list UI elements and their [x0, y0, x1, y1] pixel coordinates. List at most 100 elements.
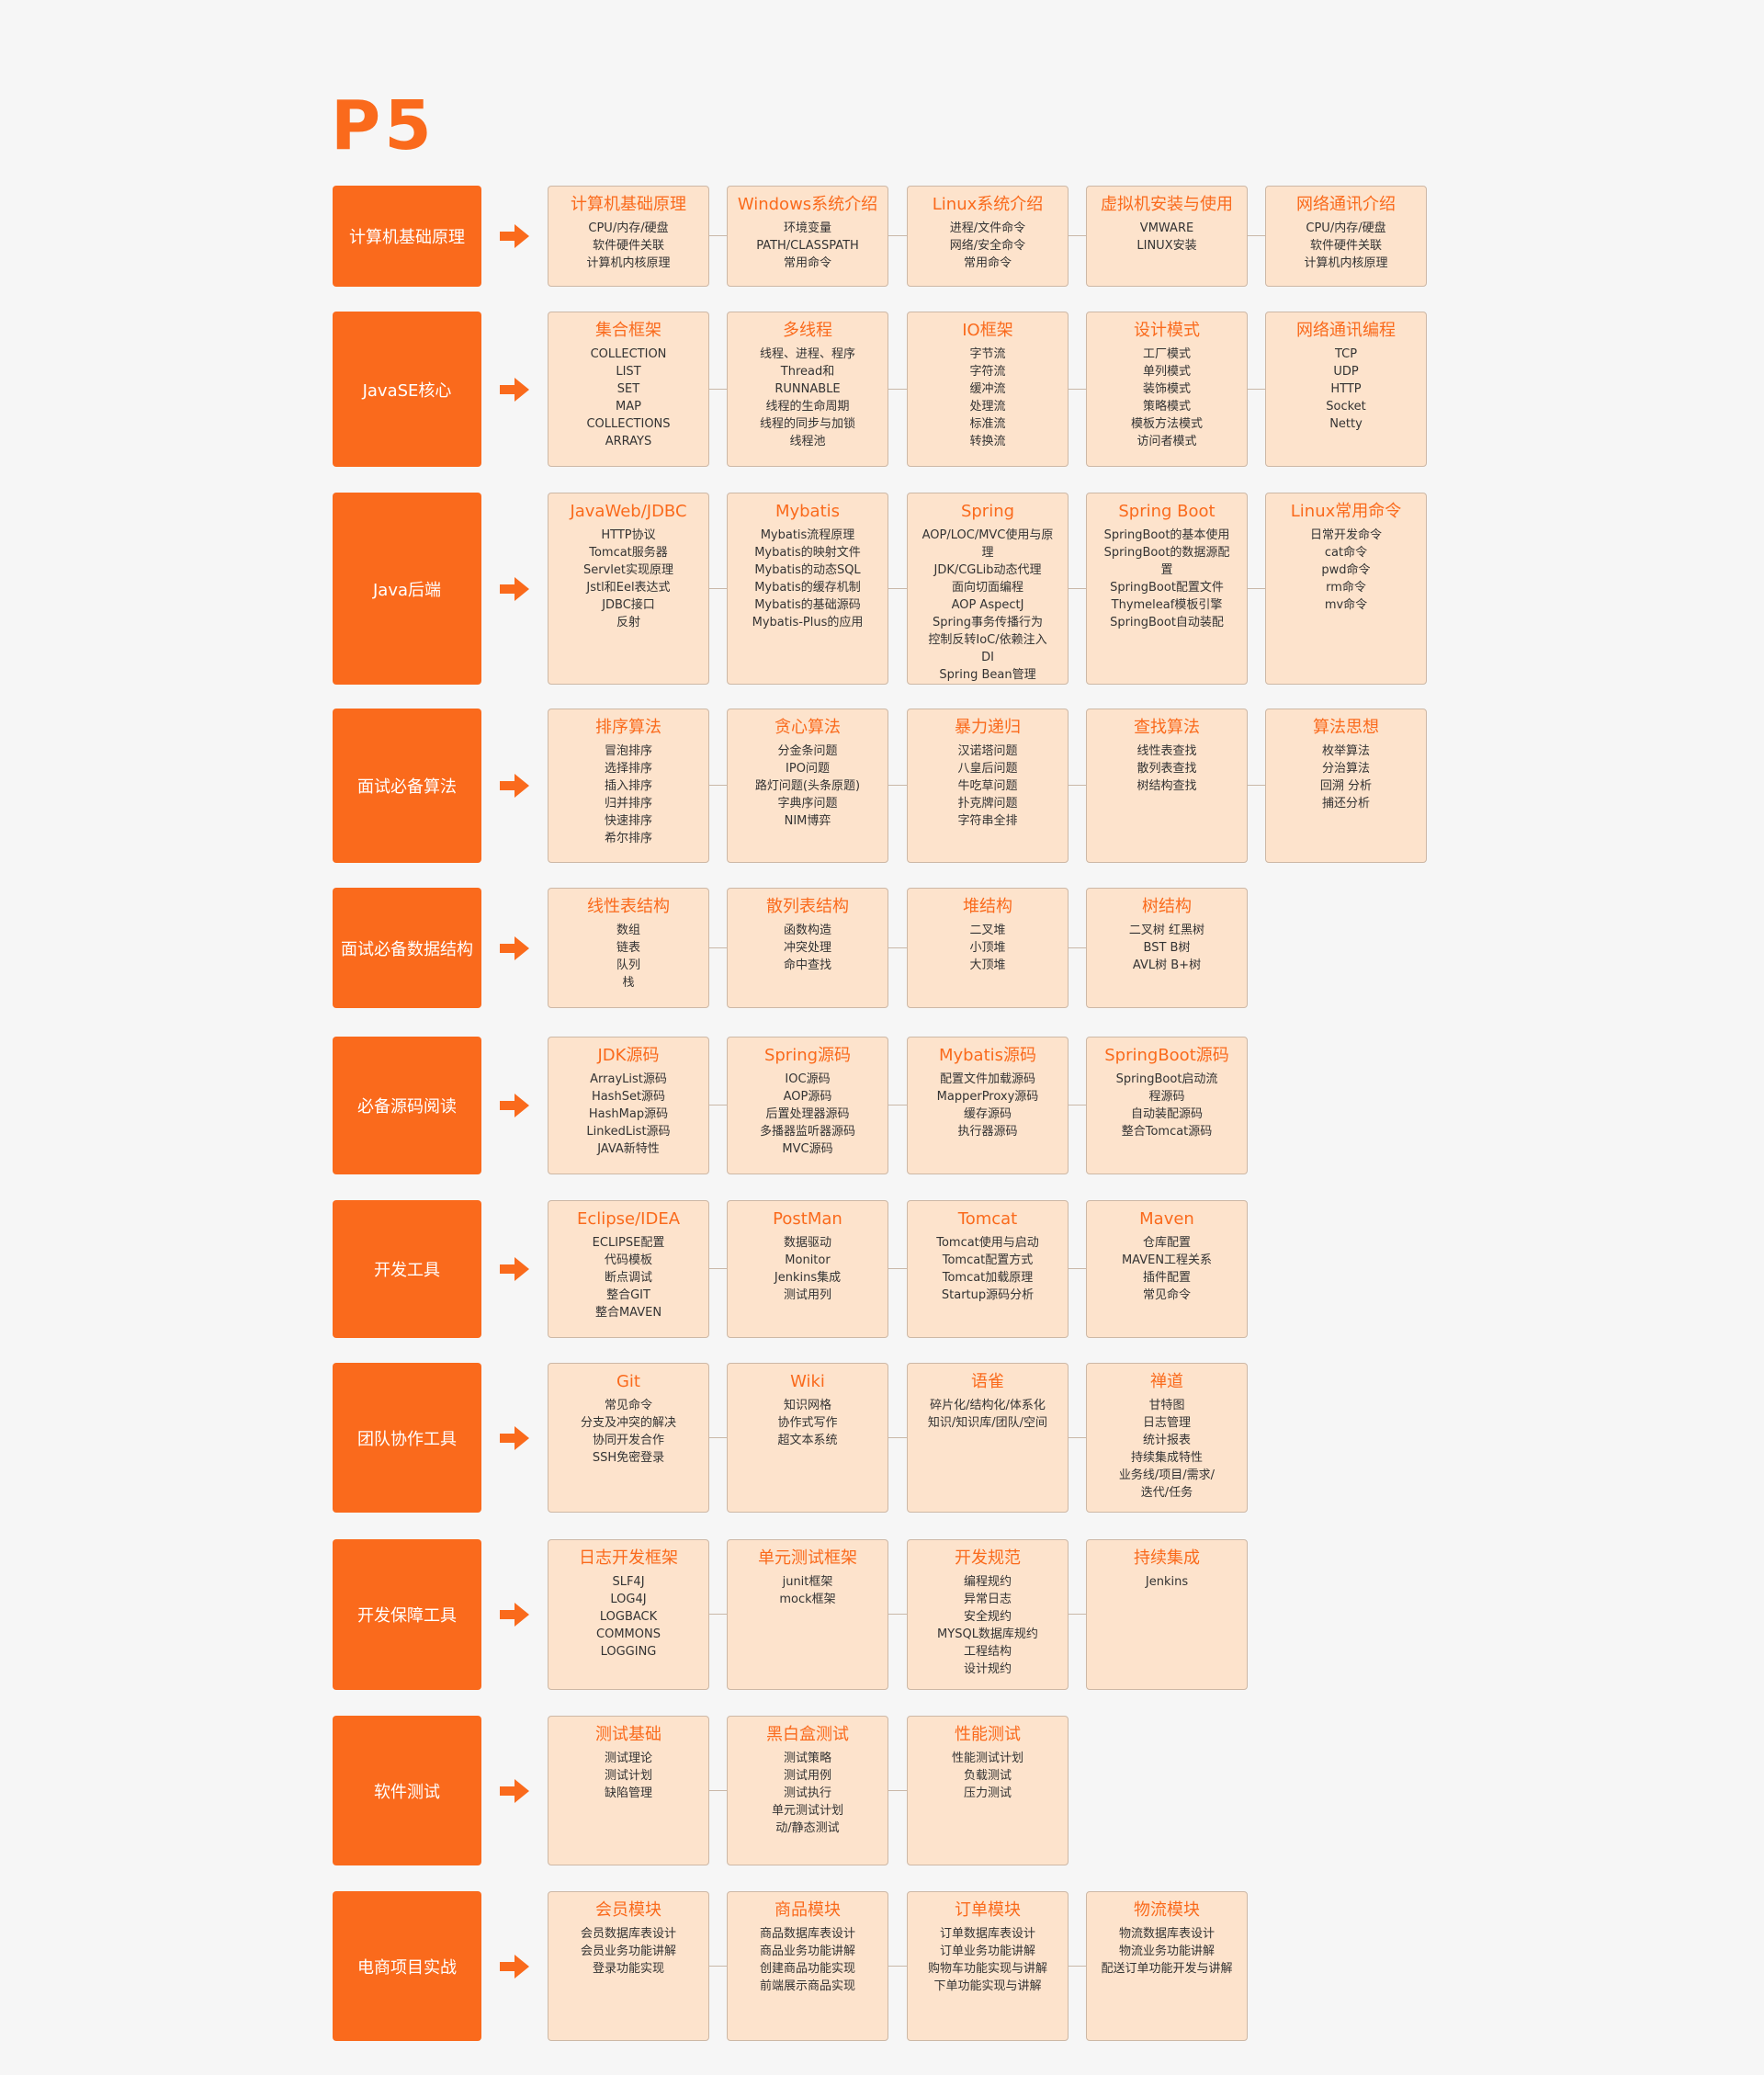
category-label: 开发工具	[333, 1200, 481, 1338]
roadmap-row: 面试必备算法排序算法冒泡排序 选择排序 插入排序 归并排序 快速排序 希尔排序贪…	[0, 709, 1764, 863]
connector-line	[548, 947, 1248, 948]
topic-card-title: Wiki	[790, 1372, 825, 1391]
topic-card-title: PostMan	[773, 1209, 842, 1229]
topic-card: IO框架字节流 字符流 缓冲流 处理流 标准流 转换流	[907, 312, 1069, 467]
arrow-right-icon	[500, 935, 529, 960]
topic-card-items: HTTP协议 Tomcat服务器 Servlet实现原理 Jstl和Eel表达式…	[583, 528, 673, 629]
topic-card-title: Eclipse/IDEA	[576, 1209, 681, 1229]
topic-card: Linux常用命令日常开发命令 cat命令 pwd命令 rm命令 mv命令	[1265, 493, 1427, 685]
topic-card-items: 线程、进程、程序 Thread和 RUNNABLE 线程的生命周期 线程的同步与…	[759, 347, 855, 448]
topic-card: Windows系统介绍环境变量 PATH/CLASSPATH 常用命令	[727, 186, 888, 287]
topic-card: PostMan 数据驱动 Monitor Jenkins集成 测试用列	[727, 1200, 888, 1338]
topic-card-items: 知识网格 协作式写作 超文本系统	[777, 1399, 838, 1447]
arrow-right-icon	[500, 576, 529, 601]
arrow-right-icon	[500, 1954, 529, 1979]
topic-card-title: 语雀	[971, 1372, 1004, 1391]
arrow-right-icon	[500, 377, 529, 402]
topic-card-title: 堆结构	[963, 897, 1012, 916]
topic-card-title: 贪心算法	[775, 718, 841, 737]
topic-card-title: 集合框架	[595, 321, 662, 340]
topic-card-title: 会员模块	[595, 1900, 662, 1920]
topic-card-items: 二叉树 红黑树 BST B树 AVL树 B+树	[1128, 924, 1205, 972]
topic-card-items: ArrayList源码 HashSet源码 HashMap源码 LinkedLi…	[586, 1072, 671, 1156]
topic-card-items: 性能测试计划 负载测试 压力测试	[951, 1752, 1023, 1800]
topic-card-items: IOC源码 AOP源码 后置处理器源码 多播器监听器源码 MVC源码	[759, 1072, 855, 1156]
topic-card: Wiki 知识网格 协作式写作 超文本系统	[727, 1363, 888, 1513]
topic-card: Spring源码 IOC源码 AOP源码 后置处理器源码 多播器监听器源码 MVC…	[727, 1037, 888, 1174]
topic-card-items: Tomcat使用与启动 Tomcat配置方式 Tomcat加载原理 Startu…	[936, 1236, 1039, 1302]
topic-card: 设计模式工厂模式 单列模式 装饰模式 策略模式 模板方法模式 访问者模式	[1086, 312, 1248, 467]
topic-card: 线性表结构数组 链表 队列 栈	[548, 888, 709, 1008]
topic-card-items: ECLIPSE配置 代码模板 断点调试 整合GIT 整合MAVEN	[592, 1236, 665, 1320]
arrow-right-icon	[500, 1425, 529, 1450]
roadmap-row: 软件测试测试基础测试理论 测试计划 缺陷管理黑白盒测试测试策略 测试用例 测试执…	[0, 1716, 1764, 1865]
topic-card-title: JavaWeb/JDBC	[570, 502, 687, 521]
topic-card-items: 数据驱动 Monitor Jenkins集成 测试用列	[774, 1236, 842, 1302]
topic-card-title: 散列表结构	[766, 897, 849, 916]
connector-line	[548, 1965, 1248, 1967]
topic-card: 订单模块订单数据库表设计 订单业务功能讲解 购物车功能实现与讲解 下单功能实现与…	[907, 1891, 1069, 2041]
topic-card-items: 编程规约 异常日志 安全规约 MYSQL数据库规约 工程结构 设计规约	[937, 1575, 1038, 1676]
topic-card-items: CPU/内存/硬盘 软件硬件关联 计算机内核原理	[1304, 221, 1388, 270]
topic-card: 贪心算法分金条问题 IPO问题 路灯问题(头条原题) 字典序问题 NIM博弈	[727, 709, 888, 863]
topic-card-title: 持续集成	[1134, 1548, 1200, 1568]
topic-card-items: 冒泡排序 选择排序 插入排序 归并排序 快速排序 希尔排序	[604, 744, 652, 845]
topic-card-title: 开发规范	[955, 1548, 1021, 1568]
topic-card-items: 环境变量 PATH/CLASSPATH 常用命令	[756, 221, 859, 270]
topic-card-title: Windows系统介绍	[737, 195, 878, 214]
topic-card-title: 黑白盒测试	[766, 1725, 849, 1744]
topic-card-title: IO框架	[962, 321, 1013, 340]
topic-card-title: 订单模块	[955, 1900, 1021, 1920]
topic-card-title: Mybatis	[775, 502, 841, 521]
roadmap-row: 面试必备数据结构线性表结构数组 链表 队列 栈散列表结构函数构造 冲突处理 命中…	[0, 888, 1764, 1008]
topic-card-title: 禅道	[1150, 1372, 1183, 1391]
topic-card-items: Jenkins	[1145, 1575, 1189, 1589]
topic-card: 树结构二叉树 红黑树 BST B树 AVL树 B+树	[1086, 888, 1248, 1008]
category-label: JavaSE核心	[333, 312, 481, 467]
topic-card-title: Tomcat	[957, 1209, 1018, 1229]
arrow-right-icon	[500, 1094, 529, 1117]
topic-card: 堆结构二叉堆 小顶堆 大顶堆	[907, 888, 1069, 1008]
topic-card: Eclipse/IDEA ECLIPSE配置 代码模板 断点调试 整合GIT 整合…	[548, 1200, 709, 1338]
topic-card-items: 常见命令 分支及冲突的解决 协同开发合作 SSH免密登录	[580, 1399, 676, 1465]
topic-card-title: Spring源码	[763, 1046, 852, 1065]
topic-card: 语雀碎片化/结构化/体系化 知识/知识库/团队/空间	[907, 1363, 1069, 1513]
topic-card-title: Spring	[960, 502, 1015, 521]
topic-card-title: 多线程	[783, 321, 832, 340]
topic-card-title: Spring Boot	[1118, 502, 1216, 521]
topic-card-title: 线性表结构	[587, 897, 670, 916]
topic-card: 开发规范编程规约 异常日志 安全规约 MYSQL数据库规约 工程结构 设计规约	[907, 1539, 1069, 1690]
topic-card-items: 分金条问题 IPO问题 路灯问题(头条原题) 字典序问题 NIM博弈	[754, 744, 861, 828]
topic-card: 黑白盒测试测试策略 测试用例 测试执行 单元测试计划 动/静态测试	[727, 1716, 888, 1865]
topic-card-items: 工厂模式 单列模式 装饰模式 策略模式 模板方法模式 访问者模式	[1130, 347, 1203, 448]
topic-card-title: 树结构	[1142, 897, 1192, 916]
topic-card-items: TCP UDP HTTP Socket Netty	[1326, 347, 1366, 431]
topic-card-title: 测试基础	[595, 1725, 662, 1744]
topic-card: 多线程线程、进程、程序 Thread和 RUNNABLE 线程的生命周期 线程的…	[727, 312, 888, 467]
arrow-right-icon	[500, 1257, 529, 1281]
topic-card-title: 商品模块	[775, 1900, 841, 1920]
topic-card-items: SpringBoot启动流 程源码 自动装配源码 整合Tomcat源码	[1115, 1072, 1218, 1139]
topic-card-items: 数组 链表 队列 栈	[616, 924, 640, 990]
arrow-right-icon	[500, 224, 529, 248]
topic-card-items: 函数构造 冲突处理 命中查找	[783, 924, 831, 972]
topic-card-items: 测试策略 测试用例 测试执行 单元测试计划 动/静态测试	[771, 1752, 843, 1835]
topic-card-title: 日志开发框架	[579, 1548, 678, 1568]
topic-card: 会员模块会员数据库表设计 会员业务功能讲解 登录功能实现	[548, 1891, 709, 2041]
